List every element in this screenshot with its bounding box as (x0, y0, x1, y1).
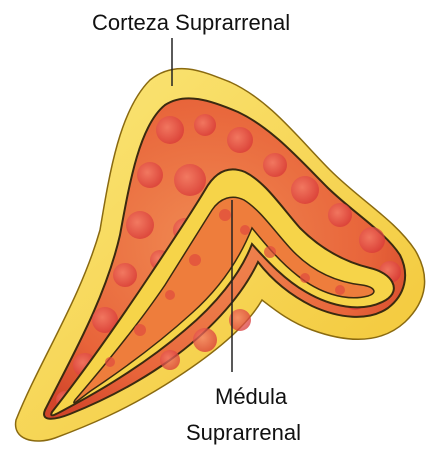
cortex-label: Corteza Suprarrenal (92, 10, 290, 35)
medulla-label-line1: Médula (215, 384, 288, 409)
medulla-label-line2: Suprarrenal (186, 420, 301, 445)
